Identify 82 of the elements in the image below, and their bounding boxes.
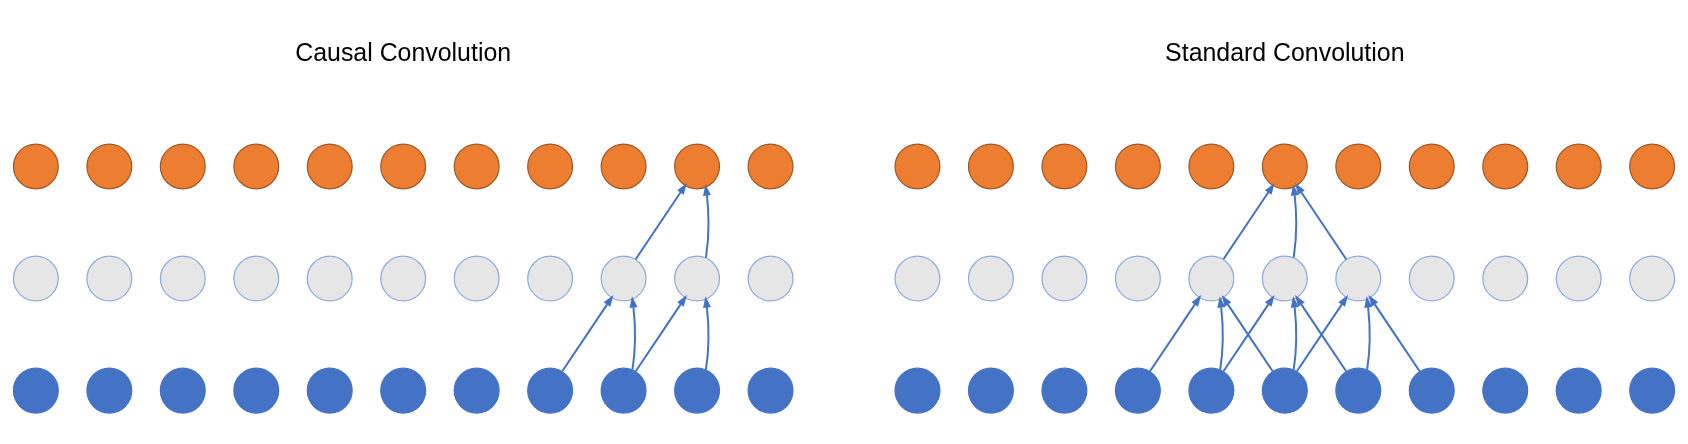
arrow	[1222, 182, 1275, 260]
node-circle	[1408, 142, 1455, 189]
node-circle	[674, 367, 721, 414]
node-circle	[747, 142, 794, 189]
node-circle	[894, 255, 941, 302]
node-circle	[233, 255, 280, 302]
arrow	[1290, 295, 1299, 371]
node-circle	[1041, 142, 1088, 189]
node-circle	[306, 142, 353, 189]
node-circle	[527, 367, 574, 414]
node-circle	[1408, 255, 1455, 302]
node-circle	[1114, 367, 1161, 414]
node-circle	[12, 367, 59, 414]
arrow	[634, 294, 687, 372]
arrow	[1217, 295, 1226, 371]
node-circle	[1482, 367, 1529, 414]
arrow	[1149, 294, 1202, 372]
node-circle	[306, 255, 353, 302]
node-circle	[159, 367, 206, 414]
node-circle	[1629, 255, 1676, 302]
node-circle	[967, 367, 1014, 414]
node-circle	[1555, 142, 1602, 189]
node-circle	[1188, 142, 1235, 189]
arrow	[629, 295, 638, 371]
label: Causal Convolution	[295, 37, 512, 66]
node-circle	[967, 255, 1014, 302]
arrow	[1290, 183, 1299, 259]
node-circle	[1041, 367, 1088, 414]
node-circle	[1188, 255, 1235, 302]
arrow	[1364, 295, 1373, 371]
node-circle	[1261, 367, 1308, 414]
node-circle	[894, 142, 941, 189]
node-circle	[86, 255, 133, 302]
node-circle	[1041, 255, 1088, 302]
node-circle	[1335, 367, 1382, 414]
node-circle	[86, 142, 133, 189]
node-circle	[1408, 367, 1455, 414]
node-circle	[12, 142, 59, 189]
node-circle	[1555, 255, 1602, 302]
node-circle	[674, 255, 721, 302]
arrow	[634, 182, 687, 260]
label: Standard Convolution	[1165, 37, 1405, 66]
node-circle	[233, 367, 280, 414]
node-circle	[1629, 367, 1676, 414]
node-circle	[674, 142, 721, 189]
node-circle	[894, 367, 941, 414]
node-circle	[12, 255, 59, 302]
node-circle	[1482, 255, 1529, 302]
node-circle	[1261, 255, 1308, 302]
node-circle	[380, 142, 427, 189]
arrow	[703, 183, 711, 259]
node-circle	[747, 367, 794, 414]
node-circle	[1335, 142, 1382, 189]
node-circle	[1114, 142, 1161, 189]
node-circle	[1482, 142, 1529, 189]
node-circle	[527, 255, 574, 302]
node-circle	[380, 367, 427, 414]
node-circle	[1261, 142, 1308, 189]
node-circle	[1555, 367, 1602, 414]
node-circle	[453, 142, 500, 189]
node-circle	[86, 367, 133, 414]
node-circle	[453, 255, 500, 302]
node-circle	[159, 255, 206, 302]
node-circle	[306, 367, 353, 414]
node-circle	[233, 142, 280, 189]
node-circle	[967, 142, 1014, 189]
node-circle	[159, 142, 206, 189]
node-circle	[380, 255, 427, 302]
node-circle	[747, 255, 794, 302]
node-circle	[527, 142, 574, 189]
node-circle	[600, 142, 647, 189]
node-circle	[1629, 142, 1676, 189]
node-circle	[1114, 255, 1161, 302]
arrow	[1368, 294, 1421, 372]
arrow	[561, 294, 614, 372]
node-circle	[600, 255, 647, 302]
node-circle	[1188, 367, 1235, 414]
node-circle	[1335, 255, 1382, 302]
node-circle	[453, 367, 500, 414]
arrow	[1295, 182, 1348, 260]
arrow	[703, 295, 711, 371]
node-circle	[600, 367, 647, 414]
